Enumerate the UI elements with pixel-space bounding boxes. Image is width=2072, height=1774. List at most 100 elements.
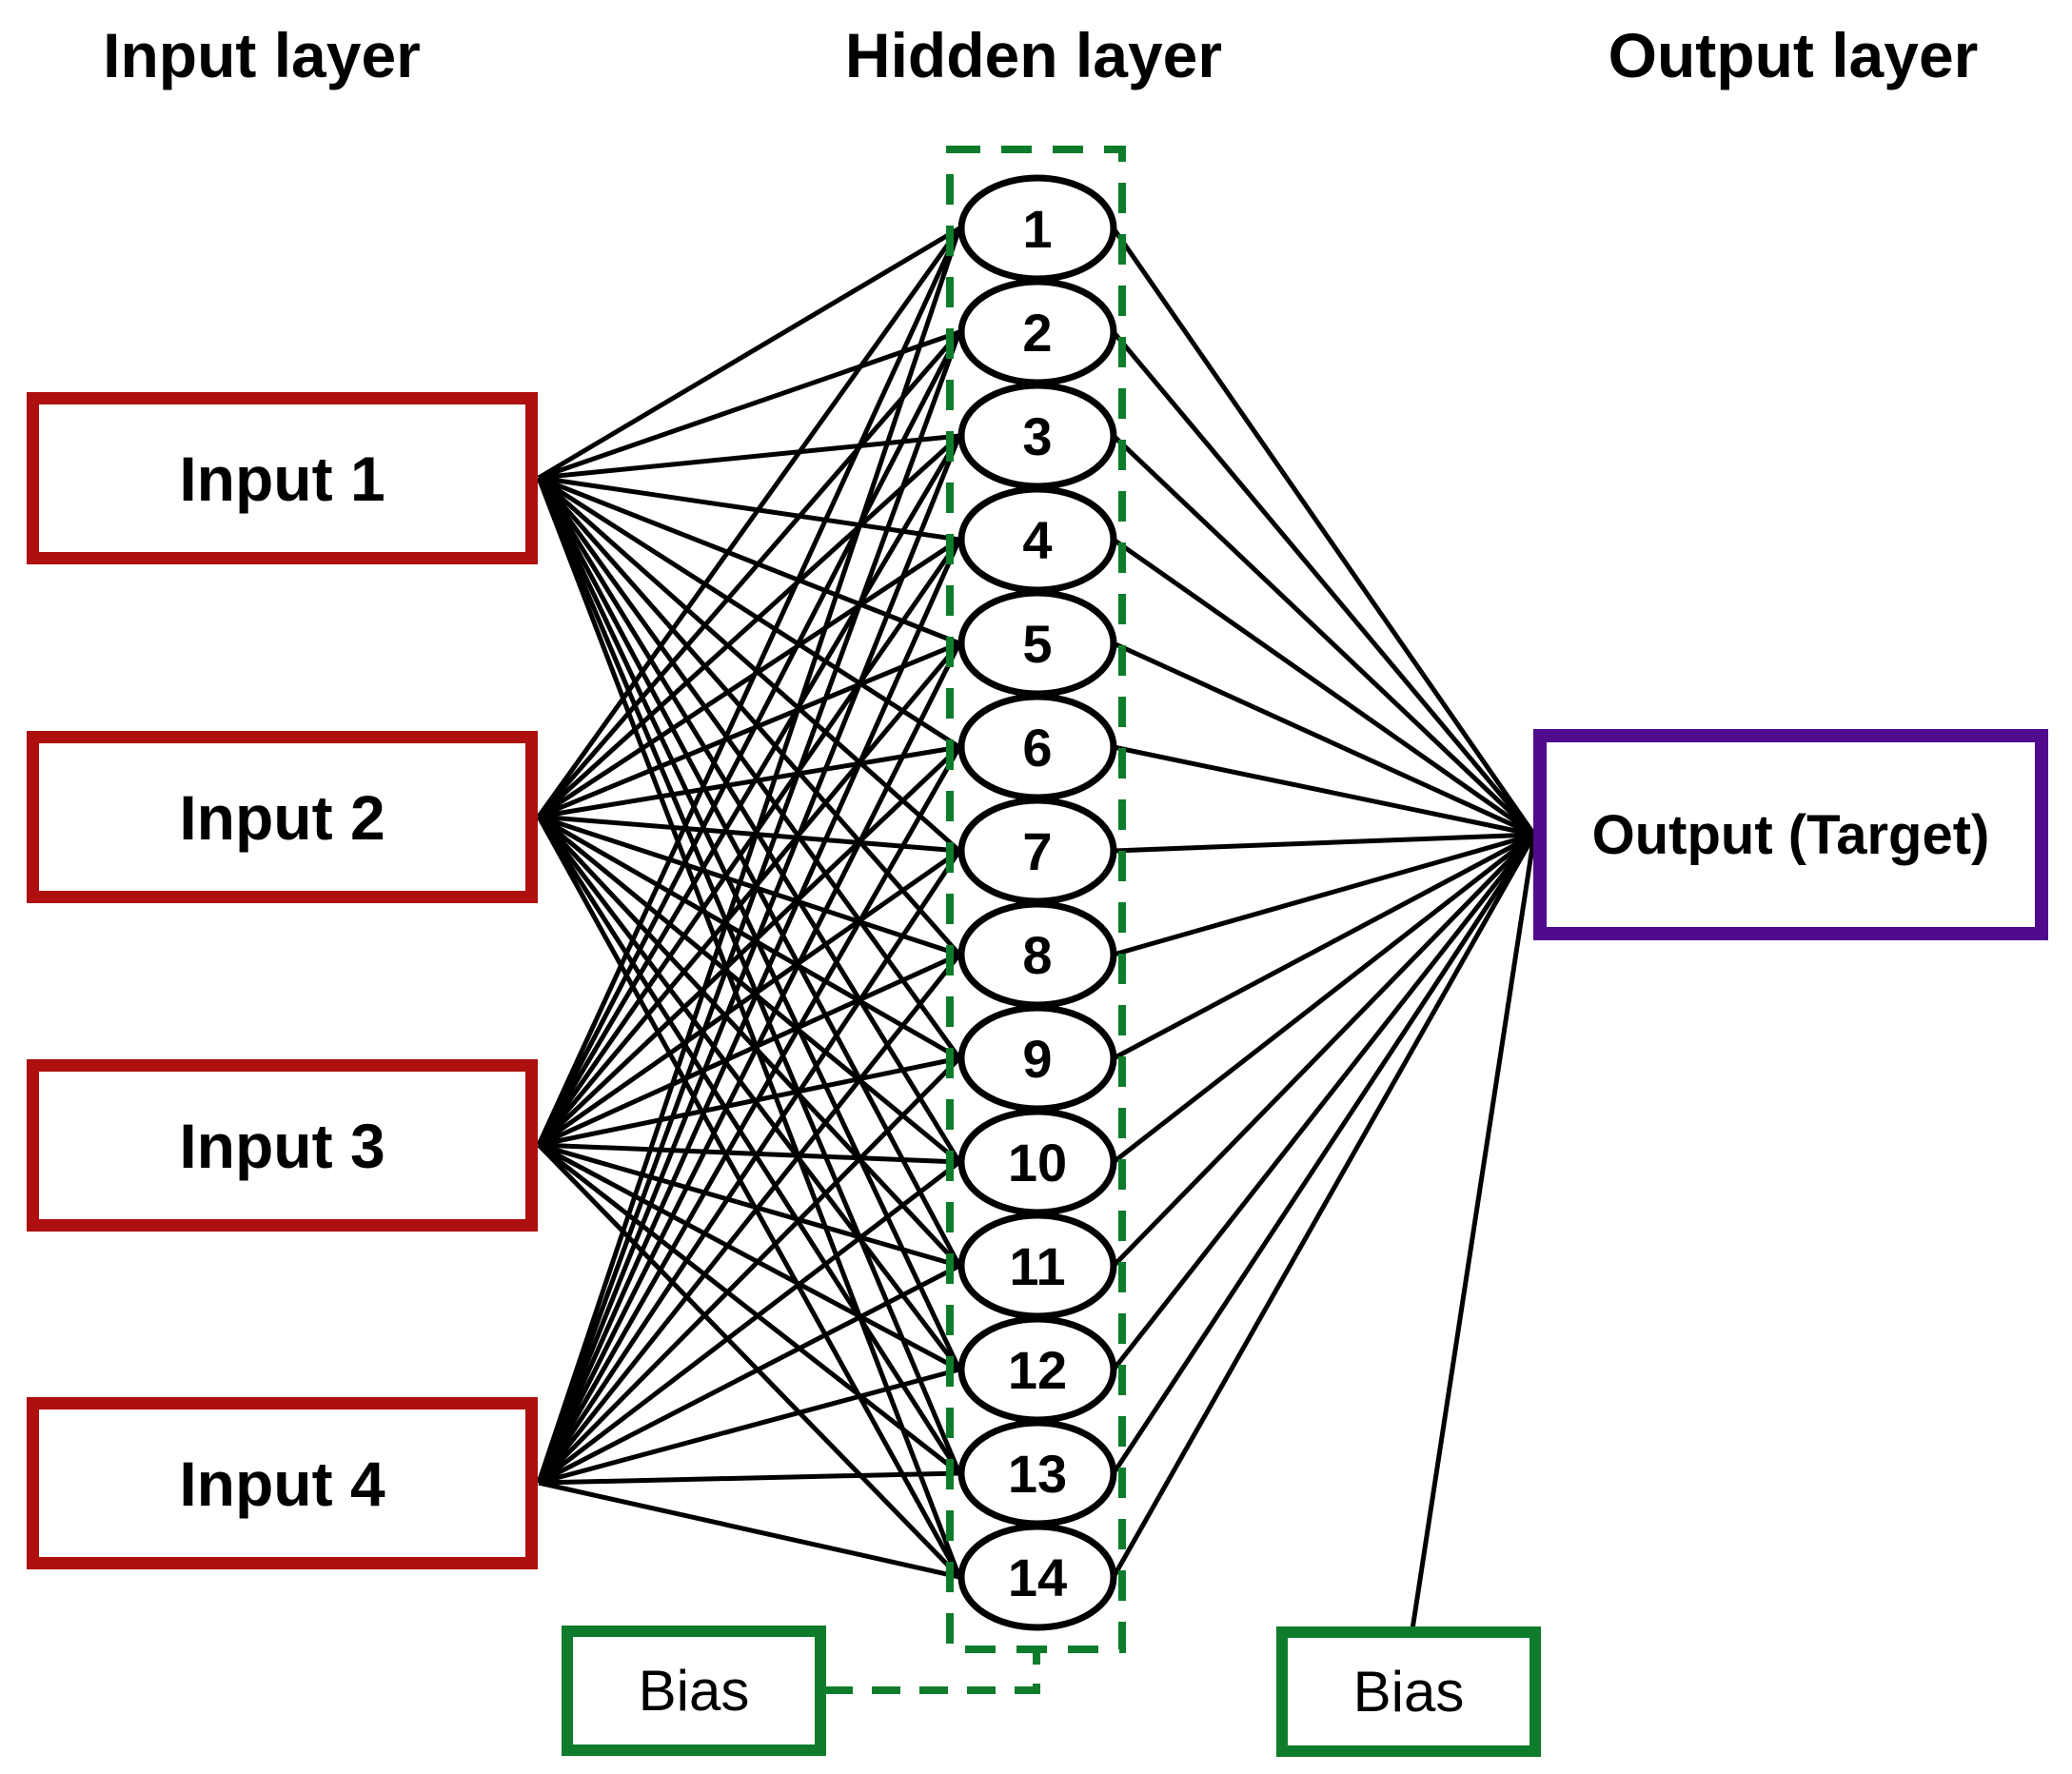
connection-line [537, 953, 961, 1485]
connection-line [538, 329, 960, 481]
connection-line [537, 745, 961, 1147]
input-box-1-label: Input 1 [179, 443, 385, 514]
connection-line [538, 1480, 960, 1580]
connection-line [538, 744, 960, 819]
connection-line [538, 1142, 960, 1165]
connection-line [538, 814, 960, 957]
connection-line [1111, 833, 1537, 1475]
connection-line [536, 477, 962, 1578]
connection-line [1112, 833, 1536, 1371]
connection-line [536, 227, 962, 1484]
hidden-layer-dashed-boundary [946, 146, 1126, 1653]
connection-line [538, 1367, 960, 1486]
hidden-node-7-label: 7 [1022, 821, 1052, 881]
input-box-4: Input 4 [27, 1397, 538, 1569]
hidden-layer-header: Hidden layer [844, 20, 1223, 90]
connection-line [537, 226, 961, 481]
connection-line [538, 641, 960, 819]
connection-line [536, 538, 962, 1147]
connection-line [537, 815, 961, 1164]
hidden-node-5-label: 5 [1022, 614, 1052, 674]
connection-line [1113, 832, 1535, 957]
connection-line [1112, 641, 1536, 838]
input-to-hidden-connections [536, 226, 962, 1580]
input-layer-header: Input layer [103, 20, 421, 90]
connection-line [536, 745, 962, 1485]
connection-line [1112, 537, 1536, 838]
connection-line [536, 849, 962, 1485]
hidden-to-output-connections [1111, 227, 1537, 1579]
output-layer-header: Output layer [1608, 20, 1979, 90]
connection-line [537, 1142, 961, 1372]
hidden-node-14-label: 14 [1008, 1547, 1067, 1607]
connection-line [537, 1160, 961, 1485]
connection-line [537, 952, 961, 1148]
connection-line [537, 848, 961, 1148]
hidden-node-14-ellipse [957, 1523, 1117, 1631]
connection-line [536, 227, 962, 818]
hidden-node-4-label: 4 [1022, 510, 1052, 570]
connection-line [537, 476, 961, 956]
connection-line [537, 1143, 961, 1475]
connection-line [1113, 832, 1535, 854]
connection-line [537, 434, 961, 818]
output-box: Output (Target) [1533, 729, 2048, 940]
connection-line [1113, 744, 1535, 838]
hidden-node-1-label: 1 [1022, 199, 1052, 259]
connection-line [536, 330, 962, 1147]
connection-line [538, 814, 960, 854]
hidden-node-2-label: 2 [1022, 303, 1052, 363]
bias-to-hidden-dashed-connector [824, 1653, 1040, 1694]
connection-line [536, 331, 962, 1484]
connection-line [537, 1056, 961, 1485]
hidden-node-3-label: 3 [1022, 406, 1052, 466]
input-box-4-label: Input 4 [179, 1448, 385, 1519]
connection-line [536, 227, 962, 1147]
hidden-node-12-label: 12 [1008, 1340, 1067, 1400]
input-box-3: Input 3 [27, 1059, 538, 1232]
hidden-node-10-label: 10 [1008, 1133, 1067, 1193]
connection-line [536, 476, 962, 1371]
connection-line [537, 814, 961, 1061]
connection-line [537, 815, 961, 1268]
input-box-1: Input 1 [27, 392, 538, 564]
connection-line [1112, 330, 1536, 837]
connection-line [536, 434, 962, 1147]
connection-line [537, 1263, 961, 1486]
connection-line [537, 330, 961, 818]
connection-line [1112, 833, 1536, 1164]
connection-line [536, 538, 962, 1485]
output-box-label: Output (Target) [1591, 803, 1990, 866]
connection-line [536, 476, 962, 1164]
connection-line [536, 477, 962, 1474]
connection-line [537, 1143, 961, 1579]
connection-line [536, 476, 962, 1060]
connection-line [1112, 832, 1536, 1061]
connection-line [536, 815, 962, 1579]
input-box-2: Input 2 [27, 731, 538, 903]
connection-line [538, 1470, 960, 1486]
bias-output-box: Bias [1276, 1626, 1541, 1757]
connection-line [537, 537, 961, 819]
connection-line [537, 815, 961, 1371]
hidden-node-8-label: 8 [1022, 925, 1052, 985]
connection-line [538, 1142, 960, 1269]
connection-line [1111, 227, 1537, 837]
hidden-node-9-label: 9 [1022, 1029, 1052, 1089]
connection-line [537, 476, 961, 853]
bias-hidden-box: Bias [562, 1626, 826, 1756]
connection-line [536, 476, 962, 1268]
bias-hidden-label: Bias [638, 1659, 750, 1723]
connection-line [1111, 833, 1537, 1579]
hidden-node-13-label: 13 [1008, 1444, 1067, 1504]
connection-line [536, 641, 962, 1485]
connection-line [1112, 833, 1536, 1268]
input-box-2-label: Input 2 [179, 781, 385, 853]
connection-line [1112, 434, 1536, 837]
connection-line [537, 641, 961, 1147]
connection-line [538, 1055, 960, 1148]
input-box-3-label: Input 3 [179, 1110, 385, 1181]
